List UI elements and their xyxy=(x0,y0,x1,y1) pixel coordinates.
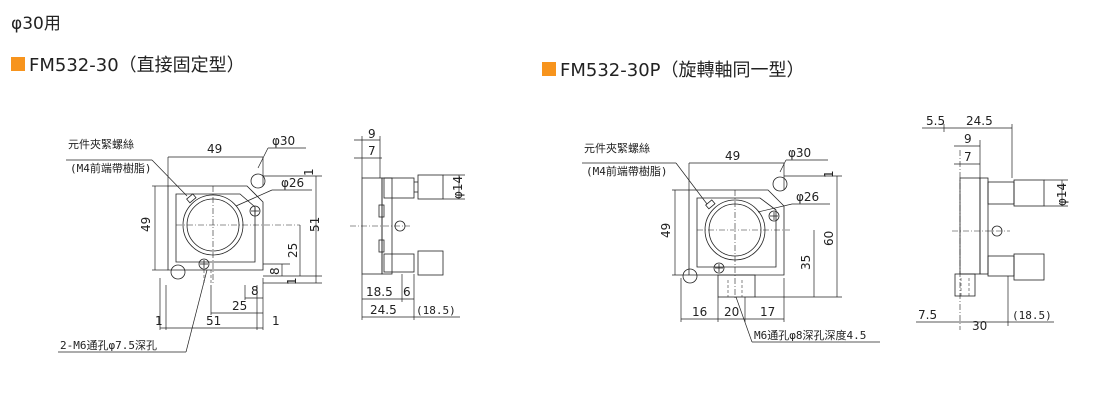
side-dim-18-5-ref: (18.5) xyxy=(416,304,456,317)
clamp-screw-label-p: 元件夾緊螺絲 xyxy=(584,141,650,155)
dim-bore-p: φ30 xyxy=(788,146,811,160)
dim-ring: φ26 xyxy=(281,176,304,190)
section-title-fm532-30p: FM532-30P（旋轉軸同一型） xyxy=(542,56,805,82)
dim-1-p: 1 xyxy=(822,170,836,178)
section-title-text: FM532-30（直接固定型） xyxy=(29,55,245,76)
dim-height: 49 xyxy=(139,217,153,232)
side-dim-7: 7 xyxy=(368,144,376,158)
orange-square-icon xyxy=(11,57,25,71)
side-dim-phi14-p: φ14 xyxy=(1055,183,1069,206)
front-view-fm532-30: 49 49 φ30 φ26 51 25 8 1 1 8 xyxy=(58,134,322,353)
clamp-screw-sublabel: (M4前端帶樹脂) xyxy=(70,161,152,175)
orange-square-icon xyxy=(542,62,556,76)
side-dim-24-5-p: 24.5 xyxy=(966,114,993,128)
dim-width-p: 49 xyxy=(725,149,740,163)
side-dim-phi14: φ14 xyxy=(451,176,465,199)
side-view-fm532-30p: 5.5 24.5 9 7 φ14 7.5 30 (18.5) xyxy=(916,114,1069,333)
side-dim-18-5: 18.5 xyxy=(366,285,393,299)
side-dim-5-5: 5.5 xyxy=(926,114,945,128)
side-dim-7-5: 7.5 xyxy=(918,308,937,322)
dim-1-top: 1 xyxy=(302,168,316,176)
side-dim-7-p: 7 xyxy=(964,150,972,164)
mount-hole-label: 2-M6通孔φ7.5深孔 xyxy=(60,339,157,352)
dim-51-horizontal: 51 xyxy=(206,314,221,328)
side-dim-24-5: 24.5 xyxy=(370,303,397,317)
dim-ring-p: φ26 xyxy=(796,190,819,204)
side-dim-30: 30 xyxy=(972,319,987,333)
dim-1-left: 1 xyxy=(155,314,163,328)
dim-width: 49 xyxy=(207,142,222,156)
clamp-screw-sublabel-p: (M4前端帶樹脂) xyxy=(586,164,668,178)
mount-hole-label-p: M6通孔φ8深孔深度4.5 xyxy=(754,328,866,342)
dim-25-vertical: 25 xyxy=(286,243,300,258)
dim-1-bottom: 1 xyxy=(285,277,299,285)
dim-25-horizontal: 25 xyxy=(232,299,247,313)
section-title-text: FM532-30P（旋轉軸同一型） xyxy=(560,60,805,81)
dim-1-right: 1 xyxy=(272,314,280,328)
side-dim-9: 9 xyxy=(368,127,376,141)
dim-8-horizontal: 8 xyxy=(251,284,259,298)
dim-bore: φ30 xyxy=(272,134,295,148)
dim-8-vertical: 8 xyxy=(268,267,282,275)
side-dim-6: 6 xyxy=(403,285,411,299)
dim-20: 20 xyxy=(724,305,739,319)
clamp-screw-label: 元件夾緊螺絲 xyxy=(68,137,134,151)
side-dim-9-p: 9 xyxy=(964,132,972,146)
dim-35: 35 xyxy=(799,255,813,270)
dim-height-p: 49 xyxy=(659,223,673,238)
front-view-fm532-30p: 49 49 φ30 1 φ26 60 35 16 20 17 元件夾 xyxy=(582,141,880,343)
side-view-fm532-30: 9 7 φ14 18.5 6 24.5 (18.5) xyxy=(350,127,465,320)
dim-51-vertical: 51 xyxy=(308,217,322,232)
section-title-fm532-30: FM532-30（直接固定型） xyxy=(11,51,245,77)
page-title: φ30用 xyxy=(11,14,61,34)
dim-17: 17 xyxy=(760,305,775,319)
side-dim-18-5-ref-p: (18.5) xyxy=(1012,309,1052,322)
dim-60: 60 xyxy=(822,231,836,246)
dim-16: 16 xyxy=(692,305,707,319)
